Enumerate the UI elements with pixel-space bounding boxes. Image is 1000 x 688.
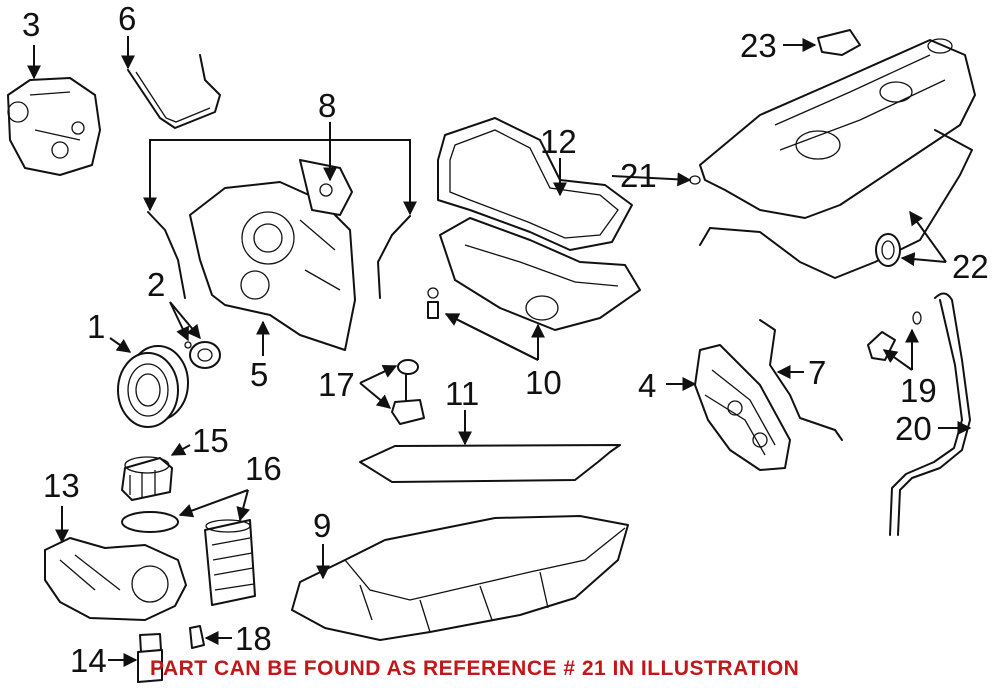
- reference-caption: PART CAN BE FOUND AS REFERENCE # 21 IN I…: [150, 657, 800, 680]
- part-3-housing: [7, 77, 101, 176]
- part-11-pan-gasket: [359, 444, 621, 483]
- callout-6: 6: [118, 0, 136, 37]
- part-7-gasket: [759, 319, 843, 441]
- callout-16: 16: [245, 450, 282, 487]
- callout-23: 23: [740, 27, 777, 64]
- part-12-oil-pan-gasket: [437, 117, 633, 251]
- part-20-dipstick-tube: [897, 292, 971, 536]
- callout-2: 2: [147, 266, 165, 303]
- callout-19: 19: [900, 372, 937, 409]
- part-8-timing-cover: [189, 159, 356, 351]
- callout-20: 20: [895, 410, 932, 447]
- part-10-oil-pan-upper: [427, 217, 641, 331]
- callout-12: 12: [540, 123, 577, 160]
- callout-22: 22: [952, 248, 989, 285]
- part-6-gasket: [127, 54, 221, 129]
- callout-10: 10: [525, 364, 562, 401]
- callout-5: 5: [250, 356, 268, 393]
- callout-numbers: 3 6 8 12 21 23 22 2 1 5 17 10 11 4 7 19 …: [22, 0, 989, 679]
- callout-3: 3: [22, 6, 40, 43]
- part-19-sensor: [867, 311, 922, 361]
- part-16-oring: [121, 511, 179, 533]
- part-4-side-cover: [694, 344, 791, 471]
- callout-11: 11: [445, 375, 479, 412]
- part-16-filter: [204, 519, 256, 606]
- callout-18: 18: [235, 620, 272, 657]
- callout-8: 8: [318, 87, 336, 124]
- callout-1: 1: [87, 308, 105, 345]
- part-2-seal: [184, 341, 221, 369]
- part-13-filter-housing: [44, 537, 187, 621]
- part-17-sensor: [391, 359, 425, 425]
- callout-4: 4: [638, 367, 656, 404]
- part-22-gasket: [699, 129, 973, 279]
- callout-14: 14: [70, 642, 107, 679]
- callout-7: 7: [808, 354, 826, 391]
- callout-21: 21: [620, 157, 657, 194]
- leader-lines: [27, 36, 972, 667]
- callout-9: 9: [313, 507, 331, 544]
- part-9-oil-pan: [291, 515, 629, 641]
- part-1-pulley: [117, 345, 189, 428]
- part-21-valve-cover: [689, 29, 976, 219]
- part-20-dipstick-tube-inner: [889, 299, 963, 536]
- part-8-right-gasket: [377, 215, 411, 299]
- callout-17: 17: [318, 366, 355, 403]
- part-15-filter-cap: [121, 456, 173, 501]
- part-14-plug: [137, 633, 163, 683]
- part-18-sensor: [189, 625, 205, 649]
- callout-15: 15: [192, 422, 229, 459]
- part-8-left-gasket: [147, 211, 186, 299]
- callout-13: 13: [43, 467, 80, 504]
